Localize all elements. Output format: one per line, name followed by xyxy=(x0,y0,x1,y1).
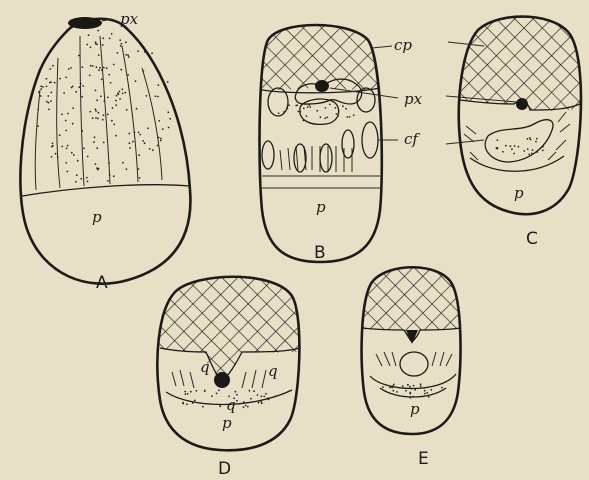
cell-b-px-granule xyxy=(315,80,329,92)
cell-c-crescent xyxy=(485,120,553,162)
cell-b-label-px: px xyxy=(404,90,423,108)
cell-d-px-granule xyxy=(214,372,230,388)
cell-d-label-q-right: q xyxy=(268,362,278,380)
cell-b-furrow xyxy=(262,122,380,188)
cell-a-outline xyxy=(20,19,190,284)
cell-d-label-q-left: q xyxy=(200,358,210,376)
cell-c: p C xyxy=(446,0,589,249)
cell-b-label-cf: cf xyxy=(404,130,420,148)
cell-e: p E xyxy=(350,250,470,469)
caption-a: A xyxy=(96,273,108,293)
cell-c-cilia xyxy=(464,112,570,160)
cell-d: q q q p D xyxy=(150,260,310,479)
cell-a-label-px: px xyxy=(120,10,139,28)
cell-e-label-p: p xyxy=(410,400,420,418)
cell-d-label-p: p xyxy=(222,414,232,432)
cell-c-label-p: p xyxy=(514,184,524,202)
cell-b-stipple xyxy=(278,103,361,121)
caption-e: E xyxy=(418,449,429,469)
cell-a-boundary xyxy=(22,185,190,196)
cell-a: px p A xyxy=(20,10,190,293)
cell-e-cilia xyxy=(376,352,452,366)
caption-c: C xyxy=(526,229,538,249)
cell-b-label-p: p xyxy=(316,198,326,216)
caption-b: B xyxy=(314,243,326,263)
cell-d-label-q-bottom: q xyxy=(226,396,236,414)
cell-a-px-granule xyxy=(68,17,102,29)
cell-a-label-p: p xyxy=(92,208,102,226)
cell-b-label-cp: cp xyxy=(394,36,412,54)
cell-e-inclusion xyxy=(400,352,428,376)
cell-c-px-granule xyxy=(516,98,528,110)
cell-c-stipple xyxy=(496,137,544,155)
caption-d: D xyxy=(218,459,231,479)
cell-b: cp px cf p B xyxy=(250,15,423,263)
